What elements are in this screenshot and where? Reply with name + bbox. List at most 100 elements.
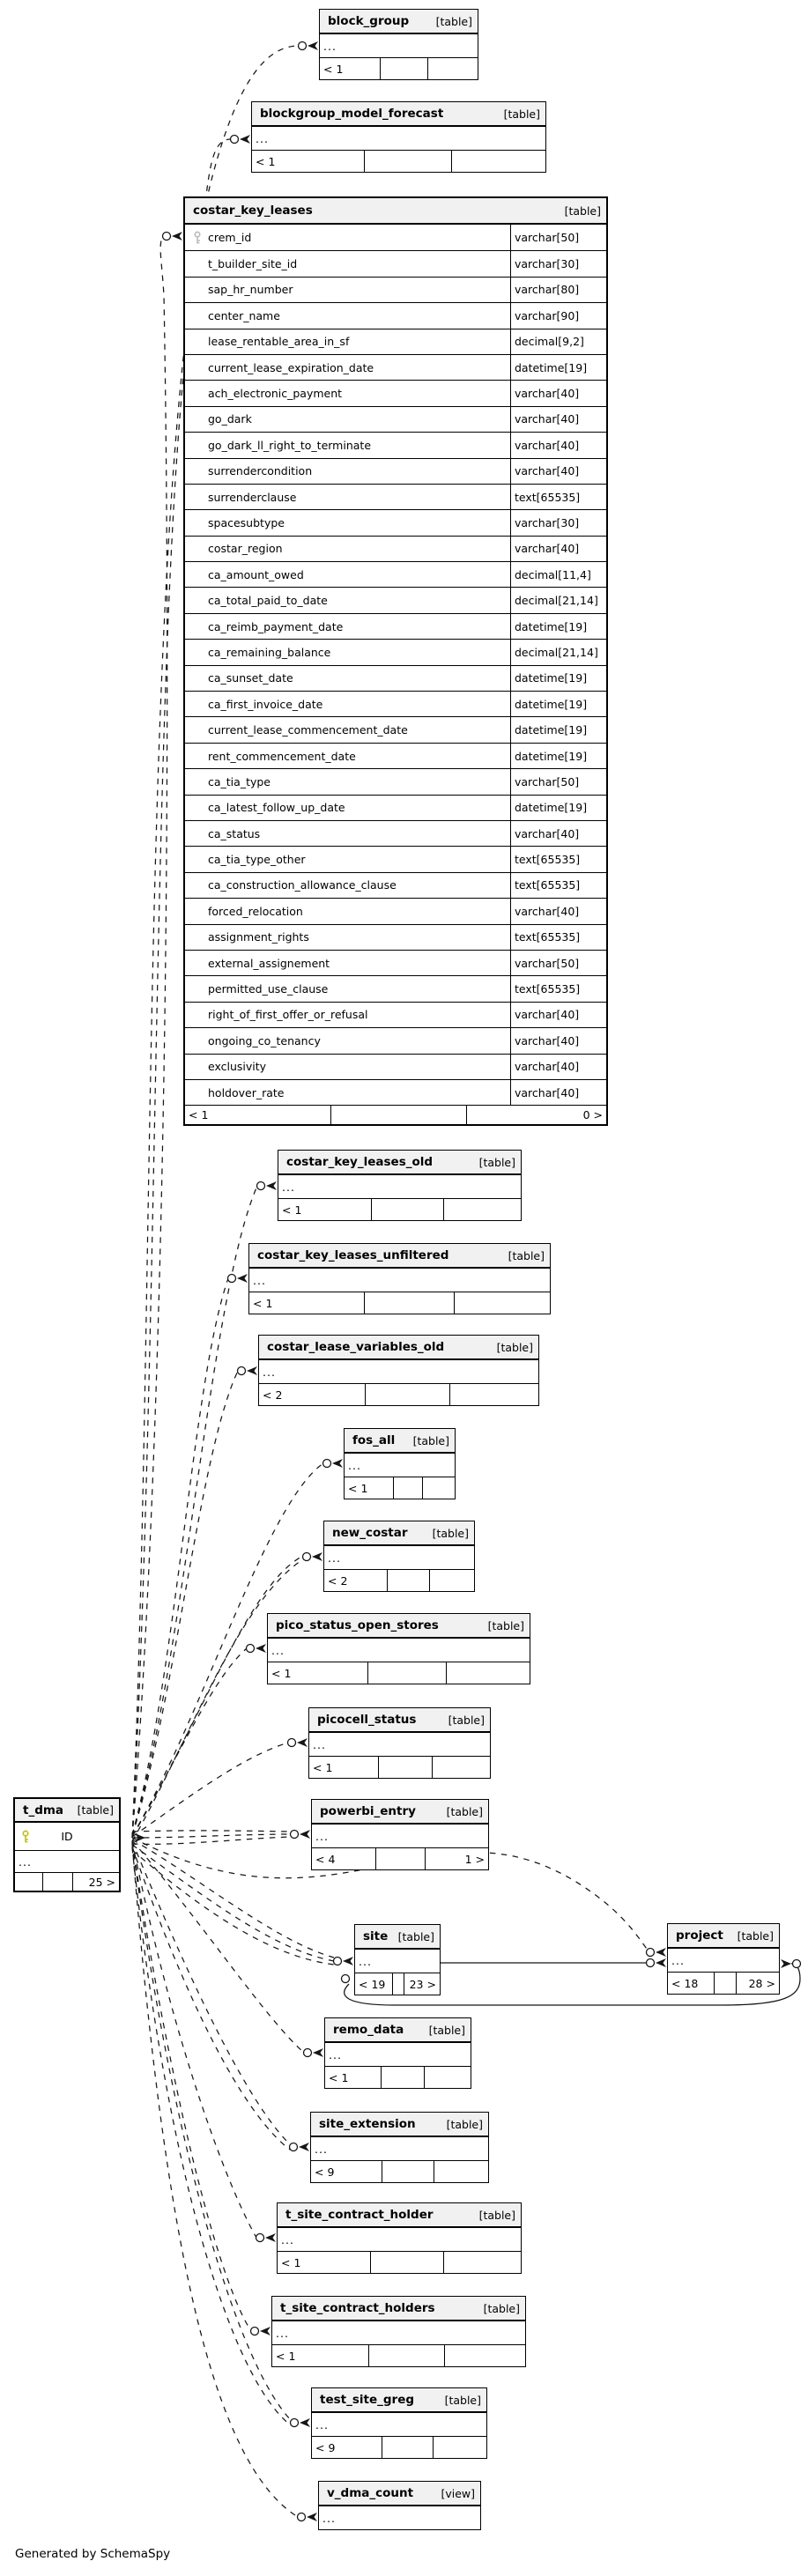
column-name: go_dark bbox=[208, 412, 252, 426]
column-name: lease_rentable_area_in_sf bbox=[208, 335, 350, 349]
table-header[interactable]: t_site_contract_holder[table] bbox=[278, 2203, 521, 2228]
table-header[interactable]: t_dma[table] bbox=[15, 1799, 119, 1823]
crowfoot-arrow-icon bbox=[343, 1957, 353, 1965]
crowfoot-arrow-icon bbox=[300, 1830, 310, 1839]
column-name: spacesubtype bbox=[208, 515, 285, 529]
relationship-t_dma-site bbox=[131, 1844, 335, 1962]
crowfoot-arrow-icon bbox=[240, 135, 250, 144]
footer-parents-count: < 1 bbox=[313, 1760, 333, 1774]
footer-children-count bbox=[432, 1757, 490, 1778]
zero-one-circle-icon bbox=[289, 2417, 300, 2428]
hidden-columns-ellipsis: ... bbox=[281, 2232, 294, 2247]
table-new_costar: new_costar[table]...< 2 bbox=[323, 1521, 475, 1592]
footer-middle bbox=[375, 1848, 425, 1869]
footer-middle bbox=[393, 1477, 422, 1499]
table-header[interactable]: remo_data[table] bbox=[325, 2018, 471, 2043]
table-header[interactable]: site_extension[table] bbox=[311, 2113, 488, 2137]
footer-children-count bbox=[453, 1292, 550, 1314]
table-header[interactable]: block_group[table] bbox=[320, 10, 478, 34]
column-name: permitted_use_clause bbox=[208, 982, 329, 996]
column-name: ca_total_paid_to_date bbox=[208, 594, 328, 608]
footer-parents-count: < 1 bbox=[329, 2070, 349, 2084]
table-footer: 25 > bbox=[15, 1872, 119, 1891]
hidden-columns-ellipsis: ... bbox=[313, 1737, 326, 1751]
table-header[interactable]: t_site_contract_holders[table] bbox=[272, 2297, 525, 2321]
hidden-columns-ellipsis: ... bbox=[315, 2417, 329, 2432]
relationship-t_dma-costar_key_leases_old bbox=[131, 1185, 258, 1836]
relationship-t_dma-block_group bbox=[131, 45, 300, 1839]
table-header[interactable]: new_costar[table] bbox=[324, 1521, 474, 1546]
relationship-t_dma-powerbi_entry bbox=[131, 1830, 292, 1832]
table-footer: < 1 bbox=[325, 2066, 471, 2088]
table-name: block_group bbox=[328, 14, 410, 28]
footer-children-count: 25 > bbox=[71, 1873, 119, 1891]
table-tag: [table] bbox=[448, 1713, 485, 1727]
table-blockgroup_model_forecast: blockgroup_model_forecast[table]...< 1 bbox=[251, 101, 546, 173]
table-tag: [table] bbox=[503, 107, 540, 121]
table-tag: [table] bbox=[496, 1340, 533, 1354]
table-tag: [table] bbox=[478, 2208, 515, 2222]
table-header[interactable]: pico_status_open_stores [table] bbox=[268, 1614, 530, 1639]
zero-one-circle-icon bbox=[301, 1551, 312, 1562]
table-header[interactable]: costar_key_leases_unfiltered[table] bbox=[249, 1244, 550, 1269]
column-name: current_lease_commencement_date bbox=[208, 723, 408, 737]
footer-middle bbox=[380, 58, 427, 79]
column-name: ca_remaining_balance bbox=[208, 645, 331, 659]
zero-one-circle-icon bbox=[161, 231, 172, 241]
table-footer: < 1 bbox=[345, 1477, 455, 1499]
column-name: surrendercondition bbox=[208, 464, 313, 478]
footer-parents-count: < 1 bbox=[348, 1481, 368, 1495]
table-name: costar_lease_variables_old bbox=[267, 1340, 445, 1354]
column-type: text[65535] bbox=[510, 484, 606, 510]
hidden-columns-ellipsis: ... bbox=[256, 131, 269, 145]
table-header[interactable]: site[table] bbox=[355, 1925, 440, 1950]
table-name: powerbi_entry bbox=[320, 1804, 416, 1818]
table-tag: [table] bbox=[444, 2393, 481, 2407]
table-footer: < 1 bbox=[278, 2251, 521, 2273]
table-tag: [table] bbox=[487, 1618, 524, 1632]
footer-parents-count: < 9 bbox=[315, 2440, 336, 2454]
zero-one-circle-icon bbox=[229, 134, 240, 144]
footer-children-count: 28 > bbox=[735, 1973, 779, 1994]
table-footer: < 2 bbox=[259, 1383, 538, 1405]
table-header[interactable]: project[table] bbox=[668, 1924, 779, 1949]
hidden-columns-ellipsis: ... bbox=[348, 1458, 361, 1472]
table-header[interactable]: costar_key_leases_old[table] bbox=[278, 1151, 521, 1175]
table-header[interactable]: test_site_greg[table] bbox=[312, 2388, 486, 2413]
relationship-t_dma-costar_key_leases bbox=[131, 235, 168, 1839]
relationship-t_dma-test_site_greg bbox=[131, 1847, 292, 2426]
table-header[interactable]: blockgroup_model_forecast[table] bbox=[252, 102, 545, 127]
column-name: sap_hr_number bbox=[208, 283, 293, 297]
crowfoot-arrow-icon bbox=[299, 2143, 309, 2151]
table-header[interactable]: costar_lease_variables_old [table] bbox=[259, 1336, 538, 1360]
column-name: center_name bbox=[208, 308, 280, 322]
relationship-site-project bbox=[344, 1963, 801, 2006]
table-header[interactable]: powerbi_entry[table] bbox=[312, 1800, 488, 1825]
table-block_group: block_group[table]...< 1 bbox=[319, 9, 478, 80]
zero-one-circle-icon bbox=[236, 1366, 247, 1376]
table-header[interactable]: costar_key_leases[table] bbox=[185, 198, 606, 225]
table-name: pico_status_open_stores bbox=[276, 1618, 439, 1632]
crowfoot-arrow-icon bbox=[308, 41, 318, 50]
table-header[interactable]: picocell_status[table] bbox=[309, 1708, 490, 1733]
column-type: varchar[50] bbox=[510, 225, 606, 251]
crowfoot-arrow-icon bbox=[260, 2327, 271, 2335]
table-footer: < 1 bbox=[278, 1198, 521, 1220]
table-tag: [table] bbox=[77, 1803, 114, 1817]
table-header[interactable]: v_dma_count[view] bbox=[319, 2482, 480, 2506]
column-type: decimal[21,14] bbox=[510, 588, 606, 613]
table-costar_lease_variables_old: costar_lease_variables_old[table]...< 2 bbox=[258, 1335, 539, 1406]
column-type: varchar[40] bbox=[510, 820, 606, 847]
table-header[interactable]: fos_all[table] bbox=[345, 1429, 455, 1454]
footer-middle bbox=[392, 1973, 403, 1995]
hidden-columns-ellipsis: ... bbox=[15, 1850, 119, 1872]
